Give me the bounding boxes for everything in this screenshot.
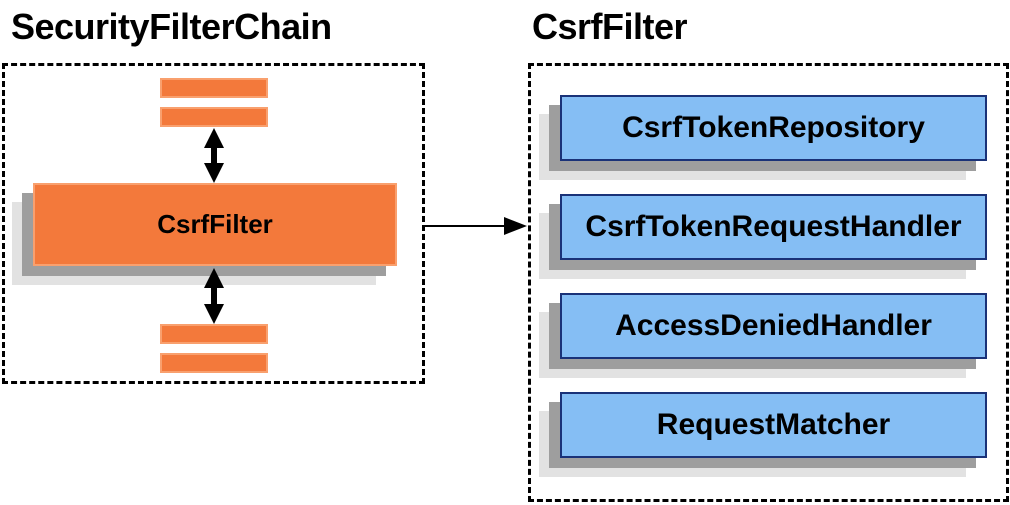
component-box-csrf-token-repository: CsrfTokenRepository — [560, 95, 987, 161]
upper-filter-bar-1 — [160, 78, 268, 98]
component-label: CsrfTokenRequestHandler — [585, 210, 962, 243]
component-label: AccessDeniedHandler — [615, 309, 932, 342]
security-filter-chain-container — [2, 63, 425, 384]
security-filter-chain-title: SecurityFilterChain — [11, 6, 332, 47]
lower-filter-bar-2 — [160, 353, 268, 373]
lower-filter-bar-1 — [160, 324, 268, 344]
link-arrow — [424, 217, 527, 235]
component-label: RequestMatcher — [656, 408, 891, 441]
upper-filter-bar-2 — [160, 107, 268, 127]
csrf-filter-box-label: CsrfFilter — [157, 209, 273, 239]
csrf-filter-detail-title: CsrfFilter — [532, 6, 688, 47]
component-box-csrf-token-request-handler: CsrfTokenRequestHandler — [560, 194, 987, 260]
component-box-access-denied-handler: AccessDeniedHandler — [560, 293, 987, 359]
csrf-filter-detail-container — [528, 63, 1009, 502]
component-label: CsrfTokenRepository — [622, 111, 925, 144]
csrf-filter-box: CsrfFilter — [33, 183, 397, 266]
component-box-request-matcher: RequestMatcher — [560, 392, 987, 458]
